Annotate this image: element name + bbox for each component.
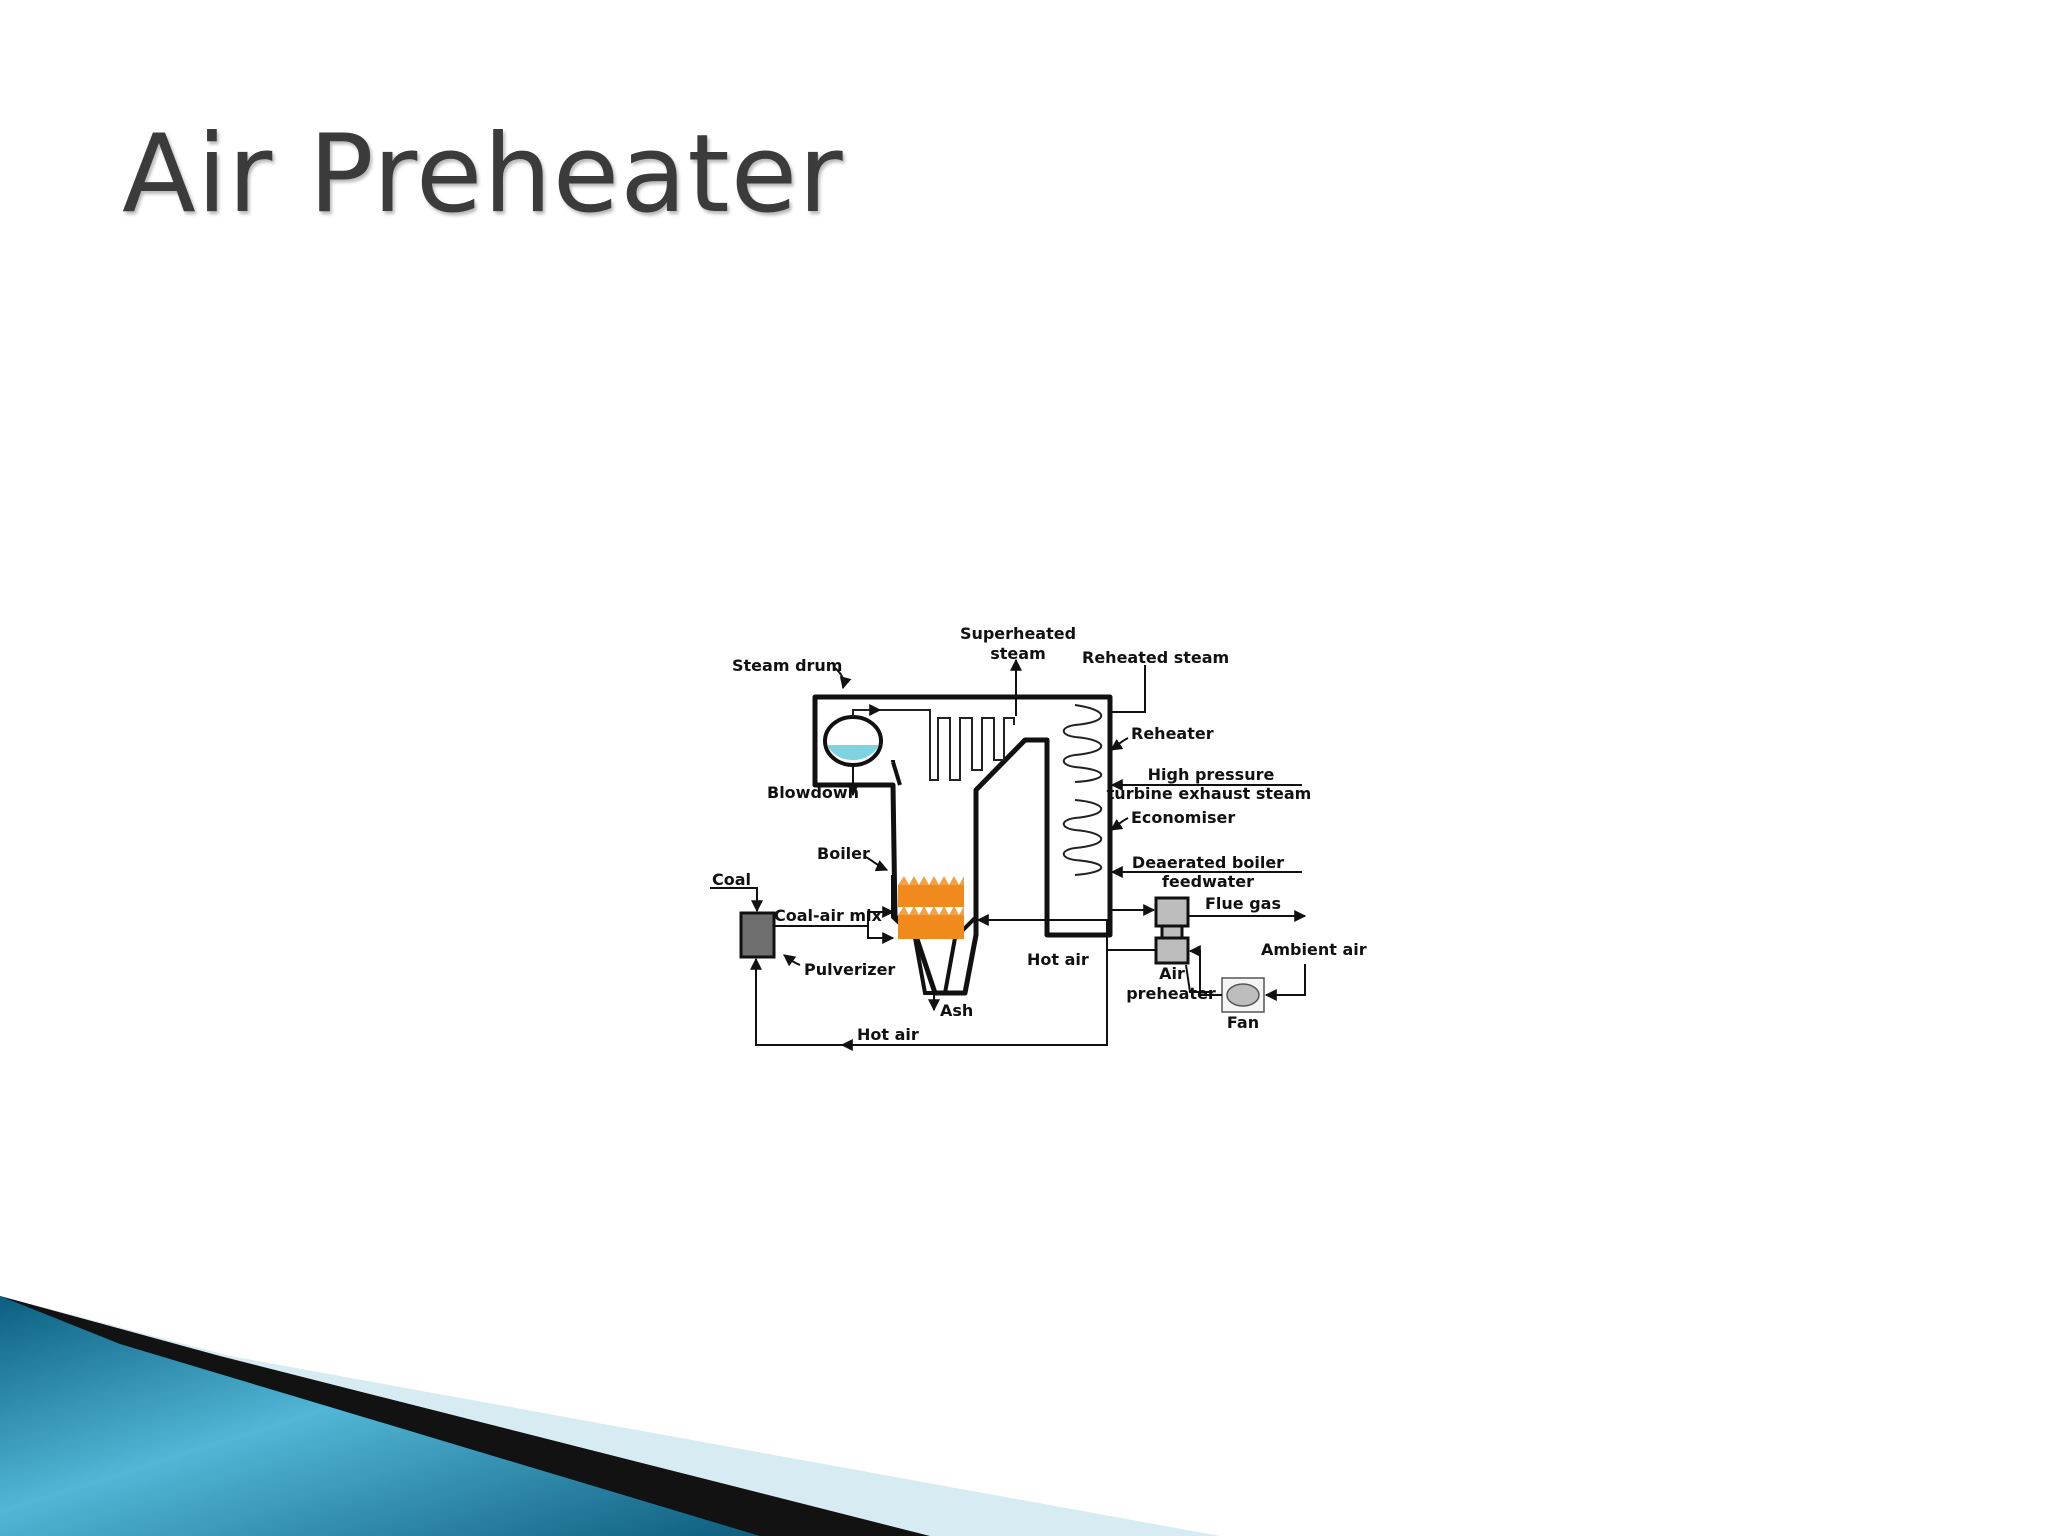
label-reheated-steam: Reheated steam	[1082, 648, 1229, 667]
label-air-preheater-1: Air	[1159, 964, 1185, 983]
reheater-pointer	[1110, 737, 1129, 751]
steam-drum-pointer	[834, 667, 852, 690]
coal-arrow	[710, 887, 763, 913]
label-flue-gas: Flue gas	[1205, 894, 1281, 913]
reheater-coil	[1062, 704, 1103, 783]
ambient-air-arrow	[1264, 964, 1306, 1001]
economiser-pointer	[1110, 817, 1129, 831]
steam-drum-water	[827, 745, 879, 761]
boiler-pointer	[863, 855, 889, 872]
label-deaerated-1: Deaerated boiler	[1132, 853, 1284, 872]
gas-to-preheater	[1109, 904, 1156, 935]
economiser-coil	[1062, 799, 1103, 876]
label-air-preheater-2: preheater	[1126, 984, 1216, 1003]
label-high-pressure-2: turbine exhaust steam	[1107, 784, 1312, 803]
hot-air-to-boiler	[976, 914, 1156, 951]
label-superheated-steam-1: Superheated	[960, 624, 1076, 643]
label-deaerated-2: feedwater	[1162, 872, 1254, 891]
coal-air-mix-line-2	[867, 926, 895, 944]
air-preheater	[1154, 896, 1190, 965]
label-coal: Coal	[712, 870, 751, 889]
label-pulverizer: Pulverizer	[804, 960, 895, 979]
pulverizer-pointer	[783, 954, 801, 967]
pulverizer	[739, 911, 776, 959]
label-boiler: Boiler	[817, 844, 870, 863]
label-ash: Ash	[940, 1001, 973, 1020]
fan-to-preheater	[1188, 945, 1222, 996]
fan	[1226, 983, 1260, 1007]
coal-air-mix-line	[774, 906, 895, 927]
label-high-pressure-1: High pressure	[1148, 765, 1275, 784]
superheater-tubes	[880, 709, 1015, 781]
label-fan: Fan	[1227, 1013, 1259, 1032]
drum-to-superheater	[852, 704, 882, 717]
slide-title: Air Preheater	[122, 112, 844, 237]
gas-pass-divider	[974, 738, 1049, 935]
label-coal-air-mix: Coal-air mix	[774, 906, 883, 925]
hot-air-return	[750, 950, 1108, 1046]
air-preheater-pointer	[1185, 964, 1212, 993]
label-superheated-steam-2: steam	[990, 644, 1046, 663]
label-economiser: Economiser	[1131, 808, 1235, 827]
label-ambient-air: Ambient air	[1261, 940, 1367, 959]
reheated-steam-line	[1110, 665, 1146, 713]
label-hot-air-right: Hot air	[1027, 950, 1089, 969]
label-hot-air-bottom: Hot air	[857, 1025, 919, 1044]
label-reheater: Reheater	[1131, 724, 1214, 743]
swoosh-teal-band	[0, 1296, 760, 1536]
boiler-inner-wall	[891, 760, 902, 786]
label-steam-drum: Steam drum	[732, 656, 842, 675]
label-blowdown: Blowdown	[767, 783, 859, 802]
boiler-outline	[812, 694, 1113, 996]
burner-flames	[898, 876, 964, 939]
